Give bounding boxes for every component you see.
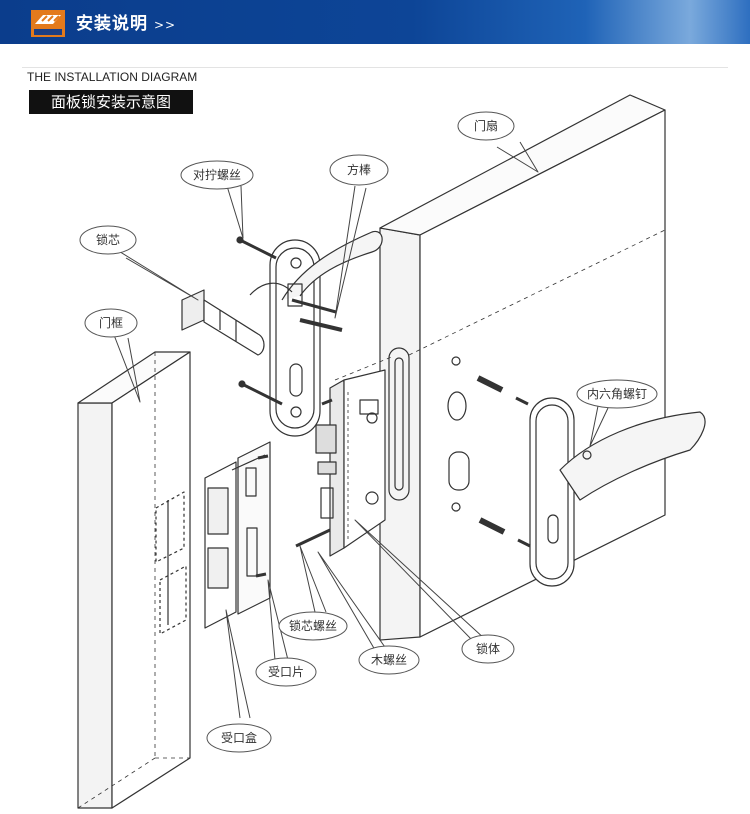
label-strike-plate: 受口片 xyxy=(268,665,304,679)
label-lock-cylinder: 锁芯 xyxy=(96,232,120,247)
callout-leaders xyxy=(113,141,609,719)
inner-handle xyxy=(249,230,383,437)
callout-door-frame xyxy=(84,308,138,338)
diagram-subtitle-en: THE INSTALLATION DIAGRAM xyxy=(27,70,198,84)
door-frame xyxy=(77,351,191,809)
strike-box xyxy=(204,461,237,629)
label-cylinder-screw: 锁芯螺丝 xyxy=(289,618,337,633)
callout-lock-body xyxy=(461,634,515,664)
label-square-spindle: 方棒 xyxy=(347,162,371,177)
section-title-text: 安装说明 xyxy=(76,14,148,34)
callout-through-bolts xyxy=(180,160,254,190)
divider xyxy=(22,67,728,68)
label-strike-box: 受口盒 xyxy=(221,730,257,745)
lock-cylinder xyxy=(181,289,265,356)
brand-logo xyxy=(31,10,65,37)
label-lock-body: 锁体 xyxy=(476,641,500,656)
outer-handle xyxy=(529,397,706,587)
header-bar: 安装说明 >> xyxy=(0,0,750,44)
section-title: 安装说明 >> xyxy=(76,9,176,34)
callout-wood-screw xyxy=(358,645,420,675)
diagram-subtitle-cn: 面板锁安装示意图 xyxy=(29,90,193,114)
label-door-leaf: 门扇 xyxy=(474,118,498,133)
label-door-frame: 门框 xyxy=(99,315,123,330)
callout-lock-cylinder xyxy=(79,225,137,255)
callout-strike-box xyxy=(206,723,272,753)
label-through-bolts: 对拧螺丝 xyxy=(193,168,241,182)
door-leaf xyxy=(379,94,666,641)
callout-strike-plate xyxy=(255,657,317,687)
label-hex-screw: 内六角螺钉 xyxy=(587,387,647,401)
callout-door-leaf xyxy=(457,111,515,141)
callout-hex-screw xyxy=(576,379,658,409)
callout-square-spindle xyxy=(329,154,389,186)
lock-body xyxy=(315,355,395,557)
label-wood-screw: 木螺丝 xyxy=(371,653,407,667)
strike-plate xyxy=(231,441,271,615)
screws xyxy=(255,375,531,578)
callout-cylinder-screw xyxy=(278,611,348,641)
section-title-arrows: >> xyxy=(154,18,177,32)
through-bolts xyxy=(236,236,283,406)
